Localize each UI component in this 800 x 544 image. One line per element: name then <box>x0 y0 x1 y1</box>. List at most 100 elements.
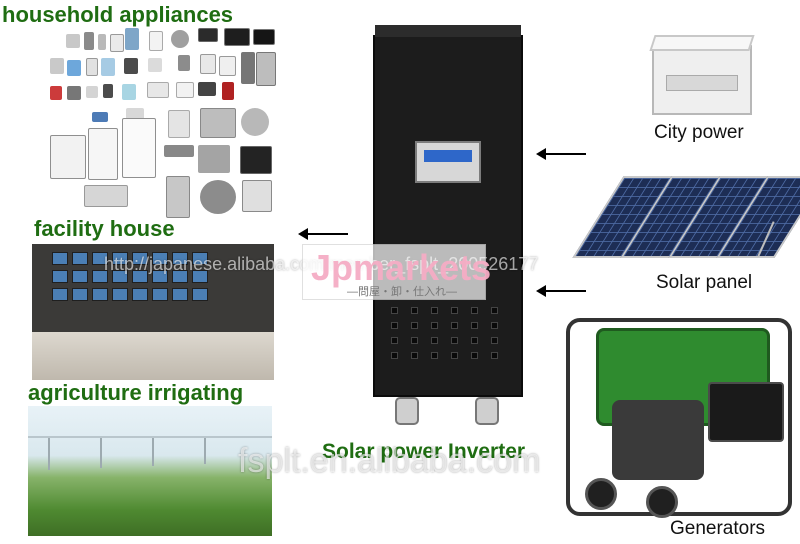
monitor-screen <box>72 288 88 301</box>
vent-hole <box>411 322 418 329</box>
appliance-icon <box>166 176 190 218</box>
appliance-icon <box>256 52 276 86</box>
generator-wheel <box>585 478 617 510</box>
irrigation-support <box>152 438 154 466</box>
appliance-icon <box>122 118 156 178</box>
appliance-icon <box>253 29 275 45</box>
appliance-icon <box>198 82 216 96</box>
watermark-logo-subtitle: —問屋・卸・仕入れ— <box>347 286 457 298</box>
solar-power-inverter <box>373 25 523 425</box>
generator-control-panel <box>708 382 784 442</box>
appliance-icon <box>101 58 115 76</box>
agriculture-irrigating-label: agriculture irrigating <box>28 380 244 405</box>
monitor-screen <box>52 288 68 301</box>
irrigation-support <box>204 438 206 464</box>
vent-hole <box>411 352 418 359</box>
appliance-icon <box>92 112 108 122</box>
vent-hole <box>471 352 478 359</box>
arrow-left-icon <box>536 148 586 160</box>
watermark-domain: fsplt.en.alibaba.com <box>238 442 541 480</box>
monitor-screen <box>112 270 128 283</box>
watermark-logo: Jpmarkets —問屋・卸・仕入れ— <box>302 244 491 300</box>
vent-hole <box>431 337 438 344</box>
household-appliances-label: household appliances <box>2 2 234 27</box>
monitor-screen <box>92 270 108 283</box>
agriculture-irrigating-image <box>28 406 272 536</box>
irrigation-pipe <box>28 436 272 438</box>
appliance-icon <box>148 58 162 72</box>
vent-hole <box>411 337 418 344</box>
appliance-icon <box>50 58 64 74</box>
vent-hole <box>431 322 438 329</box>
appliance-icon <box>66 34 80 48</box>
monitor-screen <box>152 288 168 301</box>
appliance-icon <box>178 55 190 71</box>
appliance-icon <box>164 145 194 157</box>
monitor-screen <box>132 270 148 283</box>
arrow-left-icon <box>298 228 348 240</box>
inverter-wheel <box>395 397 419 425</box>
monitor-screen <box>192 288 208 301</box>
vent-hole <box>391 322 398 329</box>
appliance-icon <box>222 82 234 100</box>
appliance-icon <box>219 56 236 76</box>
appliance-icon <box>67 60 81 76</box>
facility-house-label: facility house <box>34 216 175 241</box>
appliance-icon <box>241 52 255 84</box>
vent-hole <box>411 307 418 314</box>
appliance-icon <box>84 32 94 50</box>
appliance-icon <box>50 86 62 100</box>
appliance-icon <box>110 34 124 52</box>
irrigation-support <box>48 438 50 470</box>
vent-hole <box>451 307 458 314</box>
breaker-row <box>666 75 738 91</box>
vent-hole <box>451 322 458 329</box>
arrow-left-icon <box>536 285 586 297</box>
breaker-box-icon <box>649 35 755 115</box>
vent-hole <box>391 352 398 359</box>
monitor-screen <box>72 252 88 265</box>
inverter-top <box>375 25 521 37</box>
appliance-icon <box>200 54 216 74</box>
monitor-screen <box>112 288 128 301</box>
vent-hole <box>471 322 478 329</box>
appliance-icon <box>124 58 138 74</box>
monitor-screen <box>152 252 168 265</box>
monitor-screen <box>172 252 188 265</box>
appliance-icon <box>84 185 128 207</box>
monitor-screen <box>152 270 168 283</box>
inverter-label: Solar power Inverter <box>322 440 526 463</box>
appliance-icon <box>198 145 230 173</box>
appliance-icon <box>103 84 113 98</box>
appliance-icon <box>240 146 272 174</box>
monitor-screen <box>52 270 68 283</box>
inverter-screen <box>424 150 472 162</box>
monitor-screen <box>172 270 188 283</box>
appliance-icon <box>149 31 163 51</box>
appliance-icon <box>224 28 250 46</box>
monitor-screen <box>72 270 88 283</box>
appliance-icon <box>50 135 86 179</box>
generator-engine <box>612 400 704 480</box>
monitor-screen <box>172 288 188 301</box>
appliance-icon <box>168 110 190 138</box>
generator-wheel <box>646 486 678 518</box>
appliance-icon <box>88 128 118 180</box>
appliance-icon <box>67 86 81 100</box>
appliance-icon <box>147 82 169 98</box>
vent-hole <box>451 352 458 359</box>
breaker-lid <box>649 35 755 51</box>
monitor-wall <box>32 244 274 332</box>
solar-panel-label: Solar panel <box>656 272 753 293</box>
appliance-icon <box>241 108 269 136</box>
irrigation-support <box>100 438 102 468</box>
city-power-label: City power <box>654 122 744 143</box>
appliance-icon <box>198 28 218 42</box>
appliance-icon <box>200 180 236 214</box>
vent-hole <box>491 337 498 344</box>
generators-label: Generators <box>670 518 766 539</box>
appliance-icon <box>176 82 194 98</box>
vent-hole <box>431 307 438 314</box>
monitor-screen <box>92 252 108 265</box>
appliance-icon <box>122 84 136 100</box>
